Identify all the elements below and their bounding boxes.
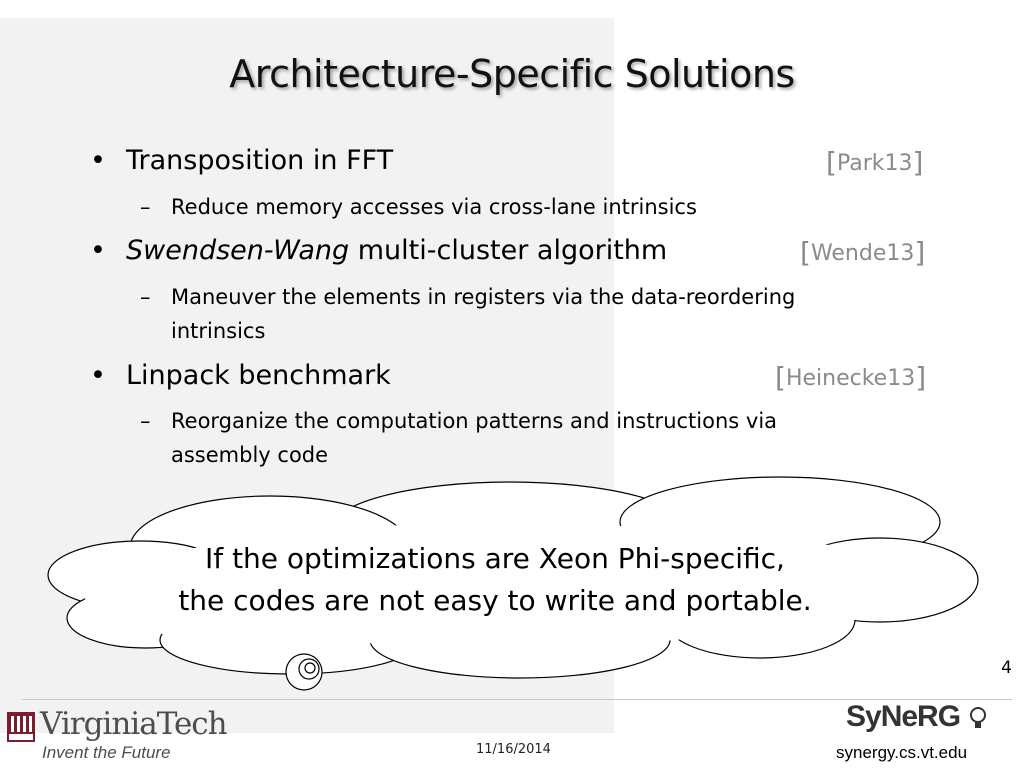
bullet-item-swendsen-wang: • Swendsen-Wang multi-cluster algorithm	[90, 235, 667, 266]
bullet-item-linpack: • Linpack benchmark	[90, 360, 391, 391]
slide-title: Architecture-Specific Solutions	[229, 52, 795, 96]
page-number: 4	[1001, 658, 1012, 678]
bullet-text-italic: Swendsen-Wang	[126, 235, 350, 266]
footer-divider	[22, 699, 1012, 700]
virginia-tech-wordmark: VirginiaTech	[40, 706, 228, 742]
callout-text: If the optimizations are Xeon Phi-specif…	[178, 542, 812, 617]
sub-bullet-linpack: –Reorganize the computation patterns and…	[140, 409, 778, 467]
synerg-logo: SyNeRG	[846, 700, 961, 733]
reference-park13: [Park13]	[826, 146, 924, 179]
thought-bubble-circles	[285, 653, 323, 691]
sub-bullet-swendsen-wang: –Maneuver the elements in registers via …	[140, 285, 796, 343]
reference-heinecke13: [Heinecke13]	[775, 361, 927, 394]
bullet-item-fft: • Transposition in FFT	[90, 145, 393, 176]
bullet-text: Transposition in FFT	[126, 145, 394, 176]
synerg-url: synergy.cs.vt.edu	[836, 743, 968, 762]
bullet-glyph: •	[90, 235, 106, 266]
bullet-text: multi-cluster algorithm	[349, 235, 668, 266]
sub-bullet-fft: –Reduce memory accesses via cross-lane i…	[140, 195, 697, 219]
lightbulb-icon	[970, 707, 986, 728]
bullet-text: Linpack benchmark	[126, 360, 391, 391]
virginia-tech-shield-icon	[7, 712, 35, 742]
reference-wende13: [Wende13]	[800, 236, 926, 269]
virginia-tech-tagline: Invent the Future	[42, 743, 171, 762]
bullet-glyph: •	[90, 145, 106, 176]
bullet-glyph: •	[90, 360, 106, 391]
slide-date: 11/16/2014	[476, 742, 551, 757]
